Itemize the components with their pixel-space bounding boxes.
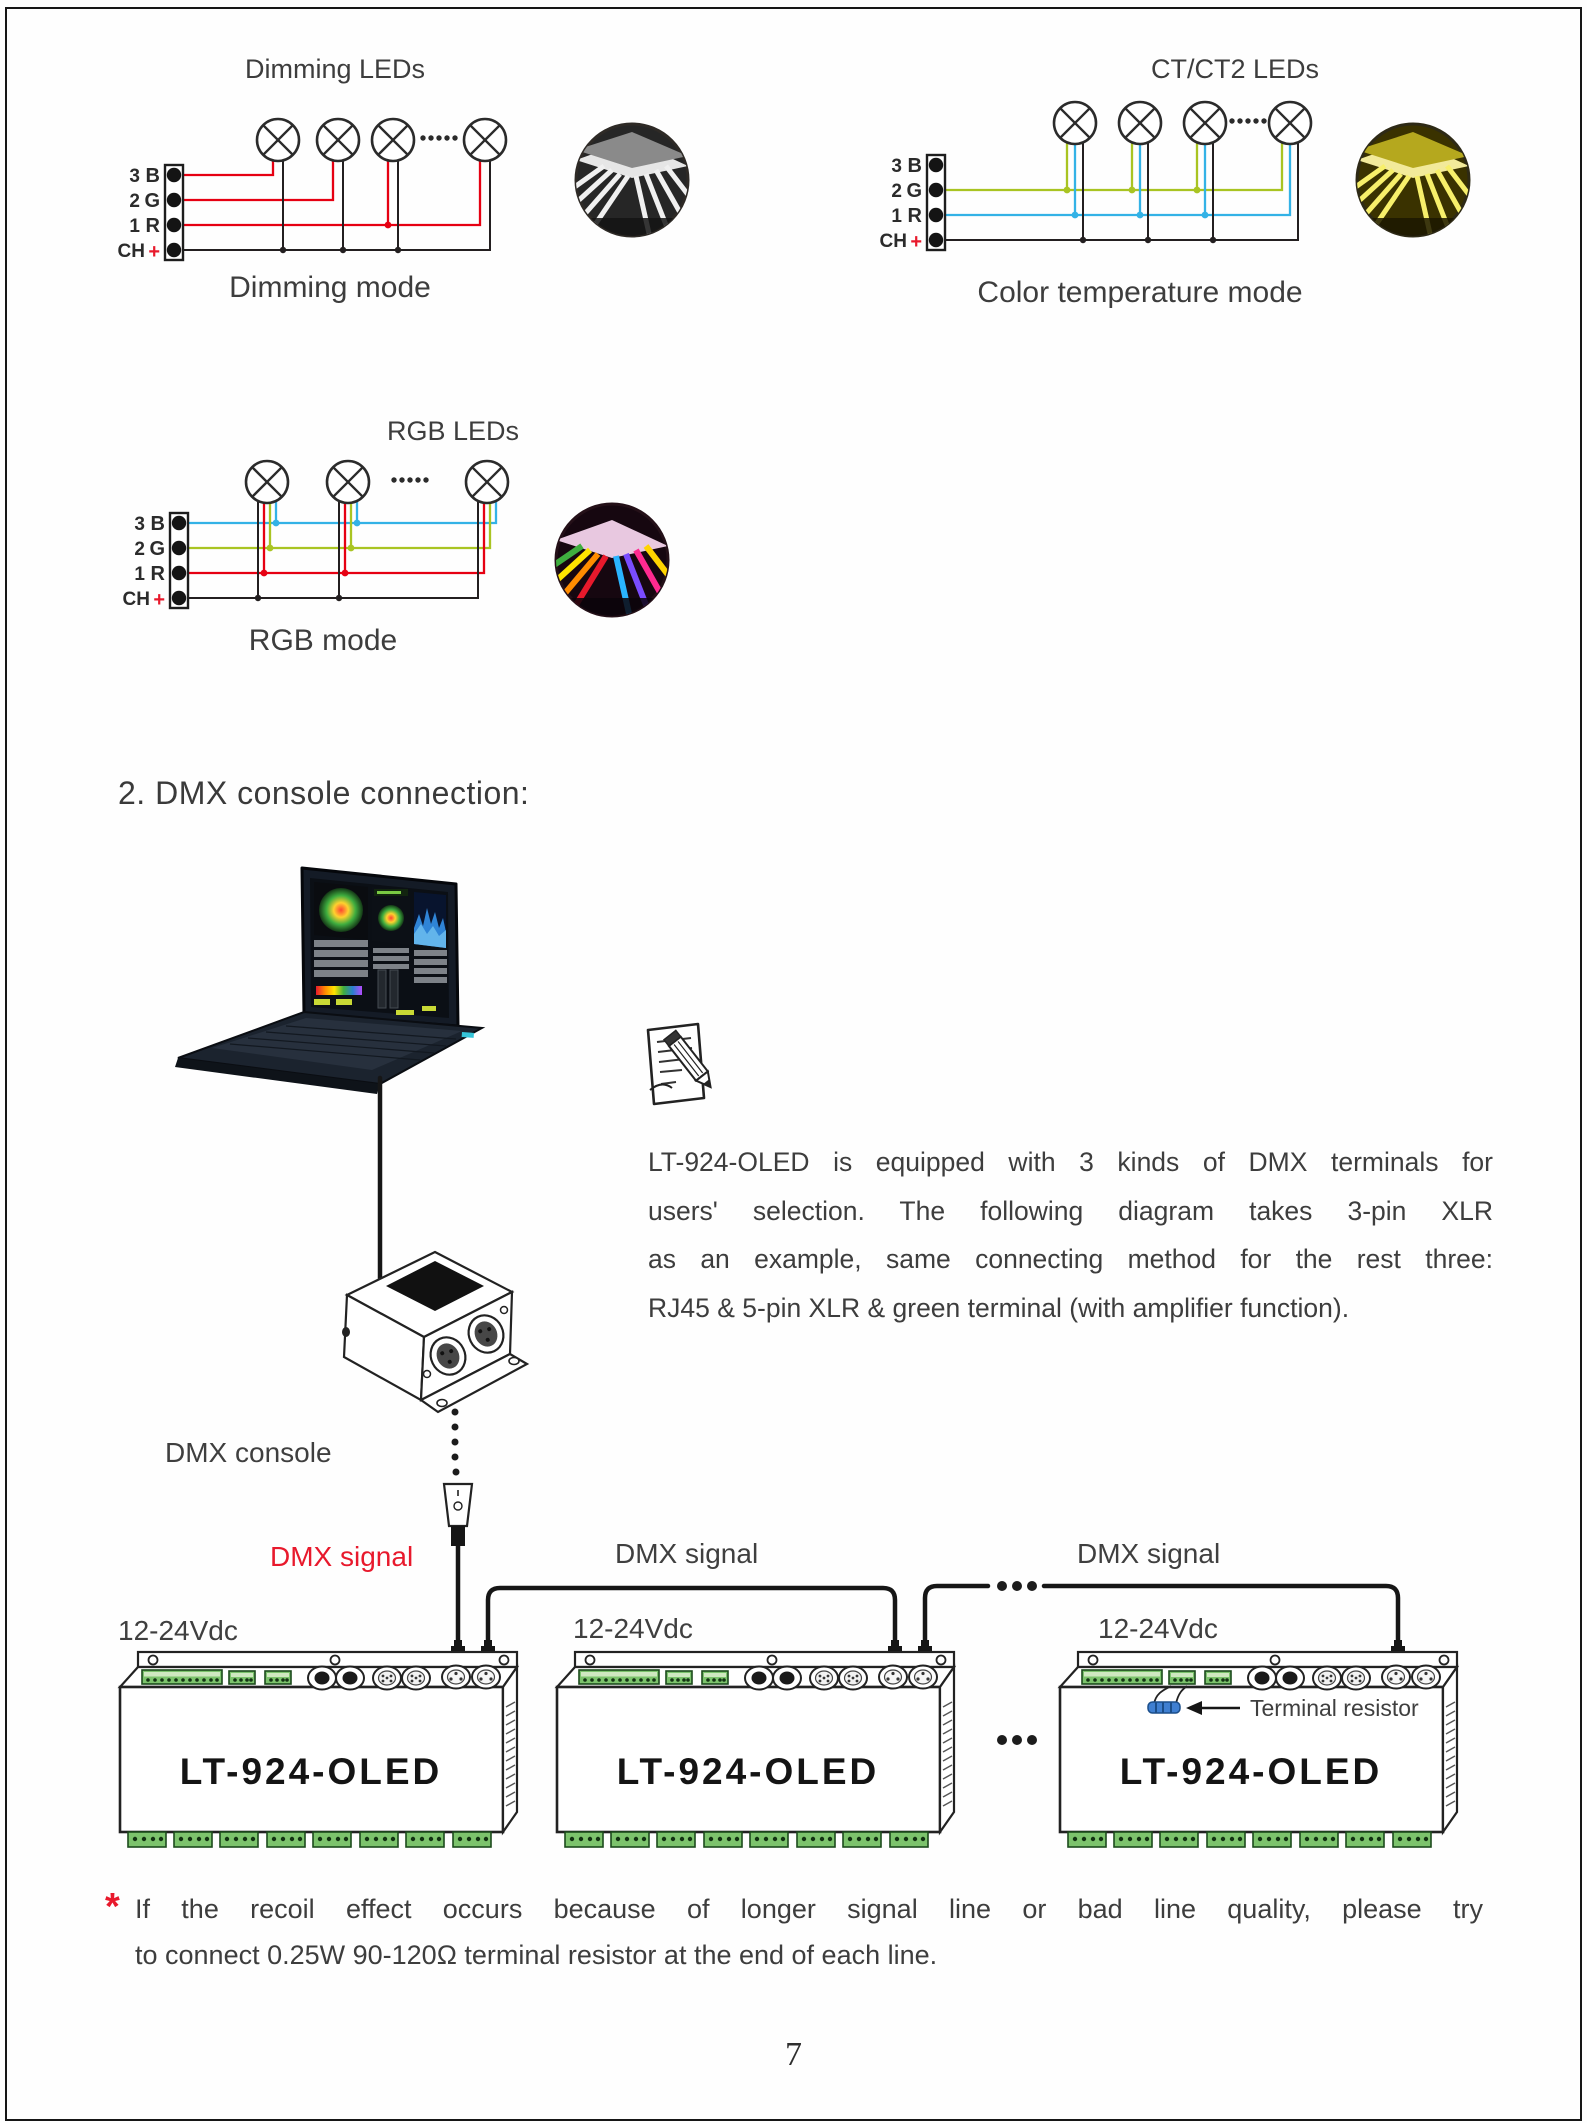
units-ellipsis-dots bbox=[997, 1735, 1037, 1745]
dmx-console-label: DMX console bbox=[165, 1437, 332, 1468]
description-paragraph: LT-924-OLED is equipped with 3 kinds of … bbox=[648, 1138, 1493, 1332]
paragraph-line: RJ45 & 5-pin XLR & green terminal (with … bbox=[648, 1292, 1350, 1323]
rgb-diagram: RGB LEDs bbox=[123, 416, 670, 657]
terminal-block: 3 B 2 G 1 R CH + bbox=[118, 163, 185, 263]
paragraph-line: as an example, same connecting method fo… bbox=[648, 1244, 1493, 1274]
dimming-diagram: Dimming LEDs bbox=[118, 54, 690, 304]
power-label-3: 12-24Vdc bbox=[1098, 1613, 1218, 1644]
terminal-resistor-arrow-icon bbox=[1186, 1701, 1240, 1715]
pin-plus-label: + bbox=[910, 231, 922, 253]
dmx-unit-2 bbox=[555, 1650, 956, 1849]
ct-title: CT/CT2 LEDs bbox=[1151, 54, 1319, 84]
pin-label: 2 bbox=[129, 191, 140, 212]
pin-label: G bbox=[144, 190, 160, 212]
pin-label: 1 bbox=[134, 564, 145, 585]
pin-label: CH bbox=[123, 589, 150, 610]
pin-plus-label: + bbox=[148, 241, 160, 263]
paragraph-line: LT-924-OLED is equipped with 3 kinds of … bbox=[648, 1147, 1493, 1177]
pin-label: R bbox=[908, 205, 923, 227]
dmx-cable-3 bbox=[1041, 1583, 1401, 1645]
terminal-block: 3 B 2 G 1 R CH + bbox=[123, 511, 190, 611]
ct-caption: Color temperature mode bbox=[977, 276, 1302, 309]
power-label-2: 12-24Vdc bbox=[573, 1613, 693, 1644]
pin-label: CH bbox=[880, 231, 907, 252]
dimming-title: Dimming LEDs bbox=[245, 54, 425, 84]
pin-label: 2 bbox=[134, 539, 145, 560]
lamp-icons bbox=[244, 459, 510, 505]
pin-label: B bbox=[146, 165, 160, 187]
dmx-signal-label-1: DMX signal bbox=[270, 1541, 413, 1572]
page-number: 7 bbox=[785, 2036, 802, 2073]
pin-label: CH bbox=[118, 241, 145, 262]
dimming-photo bbox=[574, 122, 690, 238]
ellipsis-dots bbox=[391, 477, 429, 483]
dimming-wires bbox=[181, 159, 491, 254]
xlr-plug-icon bbox=[442, 1482, 474, 1672]
pin-label: 1 bbox=[129, 216, 140, 237]
dmx-cable-1 bbox=[485, 1585, 898, 1669]
pin-label: 3 bbox=[891, 156, 902, 177]
ellipsis-dots bbox=[1229, 118, 1267, 124]
footnote: * If the recoil effect occurs because of… bbox=[105, 1886, 1483, 1978]
pin-label: 3 bbox=[134, 514, 145, 535]
pin-plus-label: + bbox=[153, 589, 165, 611]
rgb-wires bbox=[185, 501, 498, 602]
pin-label: G bbox=[149, 538, 165, 560]
cable-ellipsis-dots bbox=[997, 1581, 1037, 1591]
pin-label: B bbox=[151, 513, 165, 535]
ct-wires bbox=[942, 142, 1299, 244]
laptop-illustration bbox=[175, 866, 486, 1094]
rgb-photo bbox=[554, 502, 670, 618]
terminal-resistor-label: Terminal resistor bbox=[1250, 1695, 1419, 1721]
dimming-caption: Dimming mode bbox=[229, 271, 431, 304]
dmx-signal-label-3: DMX signal bbox=[1077, 1538, 1220, 1569]
dmx-signal-label-2: DMX signal bbox=[615, 1538, 758, 1569]
dmx-connection-diagram: DMX console LT-924-OLED LT-924 bbox=[118, 866, 1459, 1849]
dmx-unit-3 bbox=[1058, 1650, 1459, 1849]
rgb-title: RGB LEDs bbox=[387, 416, 519, 446]
asterisk-marker: * bbox=[105, 1886, 120, 1928]
dmx-unit-1 bbox=[118, 1650, 519, 1849]
paragraph-line: users' selection. The following diagram … bbox=[648, 1195, 1493, 1226]
pin-label: G bbox=[906, 180, 922, 202]
dmx-cable-2 bbox=[922, 1583, 991, 1669]
pin-label: 3 bbox=[129, 166, 140, 187]
pin-label: 2 bbox=[891, 181, 902, 202]
note-icon bbox=[646, 1022, 712, 1106]
footnote-line: If the recoil effect occurs because of l… bbox=[135, 1894, 1483, 1924]
terminal-block: 3 B 2 G 1 R CH + bbox=[880, 153, 947, 253]
footnote-line: to connect 0.25W 90-120Ω terminal resist… bbox=[135, 1940, 938, 1970]
pin-label: 1 bbox=[891, 206, 902, 227]
unit-1-label: LT-924-OLED bbox=[180, 1751, 443, 1792]
rgb-caption: RGB mode bbox=[249, 624, 397, 657]
dotted-connection bbox=[451, 1408, 460, 1476]
ct-photo bbox=[1355, 122, 1471, 238]
pin-label: B bbox=[908, 155, 922, 177]
ct-diagram: CT/CT2 LEDs bbox=[880, 54, 1471, 309]
ellipsis-dots bbox=[420, 135, 458, 141]
lamp-icons bbox=[1052, 100, 1313, 146]
pin-label: R bbox=[146, 215, 161, 237]
section-heading: 2. DMX console connection: bbox=[118, 775, 530, 811]
terminal-resistor-icon bbox=[1147, 1685, 1188, 1714]
dmx-console-illustration bbox=[342, 1250, 530, 1414]
pin-label: R bbox=[151, 563, 166, 585]
unit-2-label: LT-924-OLED bbox=[617, 1751, 880, 1792]
lamp-icons bbox=[255, 117, 508, 163]
unit-3-label: LT-924-OLED bbox=[1120, 1751, 1383, 1792]
power-label-1: 12-24Vdc bbox=[118, 1615, 238, 1646]
